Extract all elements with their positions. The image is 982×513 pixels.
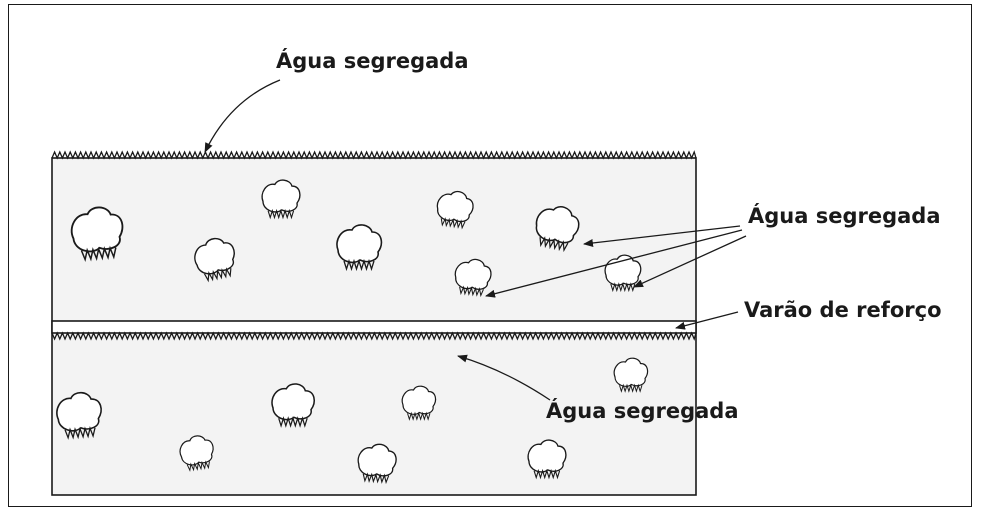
surface-bleed-water-layer: [51, 150, 697, 160]
aggregate-stone: [436, 190, 474, 230]
stone-bleed-water: [362, 472, 390, 485]
aggregate-stone: [336, 224, 383, 272]
label-top-bleed-water: Água segregada: [276, 48, 469, 73]
stone-bleed-water: [278, 416, 308, 428]
reinforcement-bar: [51, 320, 697, 334]
label-bottom-bleed-water: Água segregada: [546, 398, 739, 423]
stone-bleed-water: [64, 426, 96, 440]
stone-bleed-water: [539, 236, 569, 253]
aggregate-stone: [194, 237, 235, 283]
stone-bleed-water: [619, 383, 643, 393]
label-reinforcement-bar: Varão de reforço: [744, 298, 942, 322]
rebar-bleed-water-layer: [51, 331, 697, 341]
aggregate-stone: [56, 391, 102, 440]
arrow-aggregate-2: [485, 229, 743, 298]
stone-bleed-water: [80, 245, 117, 262]
aggregate-stone: [271, 383, 315, 428]
stone-bleed-water: [459, 285, 484, 298]
stone-bleed-water: [203, 267, 232, 283]
stone-bleed-water: [267, 208, 295, 220]
arrow-rebar-label: [675, 311, 739, 330]
arrow-bottom-label: [457, 354, 551, 401]
aggregate-stone: [527, 439, 567, 480]
label-aggregate-bleed-water: Água segregada: [748, 203, 941, 228]
stone-bleed-water: [407, 411, 431, 421]
aggregate-stone: [454, 258, 492, 298]
arrow-aggregate-1: [583, 225, 741, 247]
aggregate-stone: [401, 385, 437, 421]
aggregate-stone: [535, 206, 580, 253]
aggregate-stone: [261, 179, 301, 220]
stone-bleed-water: [343, 258, 375, 272]
aggregate-stone: [179, 435, 214, 472]
stone-bleed-water: [610, 282, 636, 293]
figure-border: [8, 4, 972, 507]
stone-bleed-water: [186, 460, 210, 472]
stone-bleed-water: [533, 468, 561, 480]
aggregate-stone: [70, 206, 124, 262]
arrow-aggregate-3: [633, 235, 747, 288]
arrow-top-label: [204, 79, 281, 153]
aggregate-stone: [357, 443, 397, 485]
stone-bleed-water: [440, 217, 466, 230]
aggregate-particles: [56, 179, 649, 485]
aggregate-stone: [613, 357, 649, 393]
